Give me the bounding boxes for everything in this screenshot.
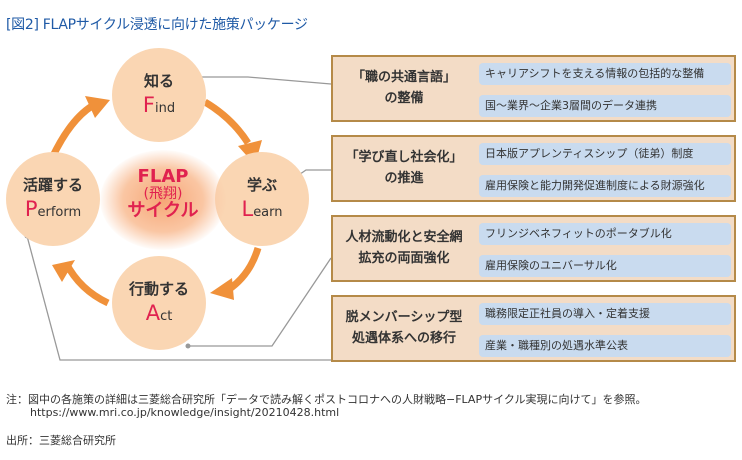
connector-act [188,257,332,347]
policy-item: 産業・職種別の処遇水準公表 [479,335,731,357]
panel-heading: 人材流動化と安全網拡充の両面強化 [345,229,463,266]
connector-find [188,76,332,85]
panel-heading: 「学び直し社会化」の推進 [345,149,463,186]
panel-heading: 脱メンバーシップ型処遇体系への移行 [345,309,463,346]
footnote-url[interactable]: https://www.mri.co.jp/knowledge/insight/… [30,406,340,419]
policy-panel-common-language: 「職の共通言語」の整備 キャリアシフトを支える情報の包括的な整備 国～業界～企業… [331,55,736,122]
policy-item: 雇用保険のユニバーサル化 [479,255,731,277]
cycle-step-learn: 学ぶ Learn [215,152,309,246]
figure-title: [図2] FLAPサイクル浸透に向けた施策パッケージ [6,17,308,33]
policy-item: フリンジベネフィットのポータブル化 [479,223,731,245]
policy-item: 国～業界～企業3層間のデータ連携 [479,95,731,117]
arrow-act-to-perform [62,261,110,307]
cycle-step-act: 行動する Act [112,256,206,350]
arrow-perform-to-find [48,103,94,160]
policy-item: 職務限定正社員の導入・定着支援 [479,303,731,325]
policy-panel-job-based-system: 脱メンバーシップ型処遇体系への移行 職務限定正社員の導入・定着支援 産業・職種別… [331,295,736,362]
connector-perform [26,235,331,361]
policy-panel-mobility-safety-net: 人材流動化と安全網拡充の両面強化 フリンジベネフィットのポータブル化 雇用保険の… [331,215,736,282]
policy-item: 日本版アプレンティスシップ（徒弟）制度 [479,143,731,165]
policy-item: 雇用保険と能力開発促進制度による財源強化 [479,175,731,197]
cycle-step-perform: 活躍する Perform [6,152,100,246]
footnote: 注：図中の各施策の詳細は三菱総合研究所「データで読み解くポストコロナへの人財戦略… [6,393,647,406]
policy-item: キャリアシフトを支える情報の包括的な整備 [479,63,731,85]
source-note: 出所：三菱総合研究所 [6,434,116,447]
policy-panel-relearning: 「学び直し社会化」の推進 日本版アプレンティスシップ（徒弟）制度 雇用保険と能力… [331,135,736,202]
arrow-find-to-learn [203,98,251,145]
panel-heading: 「職の共通言語」の整備 [351,69,456,106]
cycle-step-find: 知る Find [112,48,206,142]
cycle-center-label: FLAP (飛翔) サイクル [100,150,226,250]
